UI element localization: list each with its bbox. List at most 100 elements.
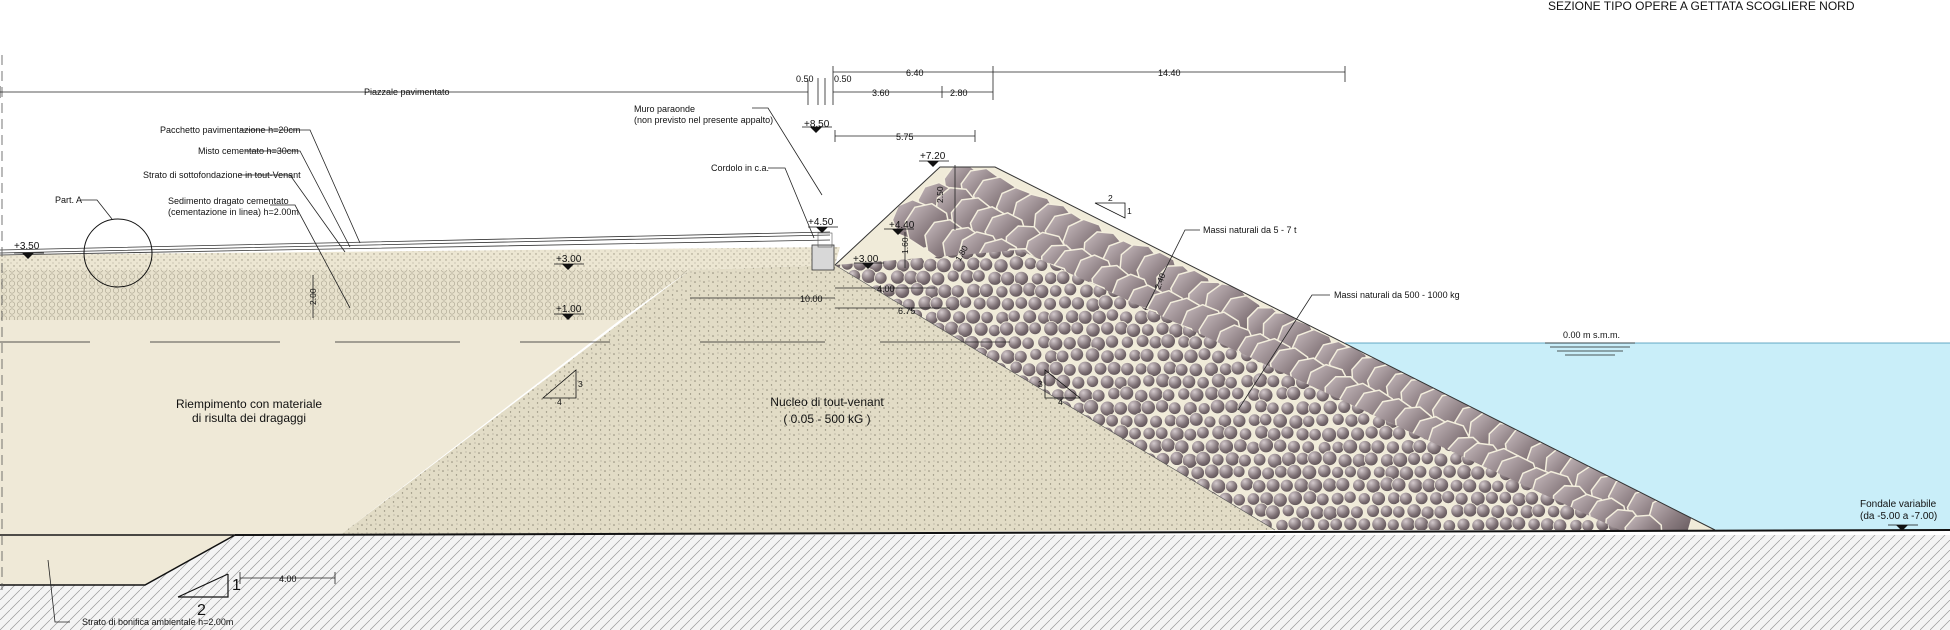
small-rock bbox=[1120, 362, 1135, 377]
small-rock bbox=[965, 308, 981, 325]
small-rock bbox=[1174, 362, 1189, 377]
small-rock bbox=[1491, 479, 1505, 493]
small-rock bbox=[1617, 321, 1620, 336]
dim-4-00-b: 4.00 bbox=[279, 574, 297, 584]
small-rock bbox=[1492, 250, 1506, 258]
small-rock bbox=[1204, 385, 1220, 401]
small-rock bbox=[1217, 386, 1232, 401]
label-sedimento-2: (cementazione in linea) h=2.00m bbox=[168, 207, 299, 217]
small-rock bbox=[1188, 335, 1203, 351]
small-rock bbox=[1377, 250, 1392, 258]
small-rock bbox=[1317, 463, 1332, 479]
small-rock bbox=[1156, 348, 1171, 362]
small-rock bbox=[1100, 349, 1115, 364]
small-rock bbox=[1449, 478, 1464, 493]
core-tout-venant bbox=[340, 265, 1275, 535]
bonifica-layer bbox=[0, 535, 235, 585]
small-rock bbox=[1227, 270, 1240, 284]
small-rock bbox=[1013, 320, 1030, 337]
small-rock bbox=[1288, 283, 1302, 297]
label-riempimento-1: Riempimento con materiale bbox=[176, 397, 322, 411]
subbase-layer bbox=[0, 247, 840, 270]
small-rock bbox=[1079, 283, 1094, 299]
small-rock bbox=[1343, 516, 1358, 530]
small-rock bbox=[1490, 270, 1504, 284]
small-rock bbox=[1225, 479, 1239, 493]
small-rock bbox=[1370, 439, 1386, 455]
small-rock bbox=[1371, 308, 1387, 324]
small-rock bbox=[1343, 490, 1357, 504]
small-rock bbox=[1218, 463, 1234, 480]
small-rock bbox=[1518, 250, 1532, 258]
small-rock bbox=[1239, 477, 1254, 492]
small-rock bbox=[1331, 412, 1345, 426]
small-rock bbox=[1134, 388, 1149, 404]
fill-area bbox=[0, 320, 620, 535]
dim-2-00: 2.00 bbox=[308, 288, 318, 305]
small-rock bbox=[1308, 427, 1322, 442]
small-rock bbox=[1093, 361, 1108, 376]
small-rock bbox=[1497, 308, 1512, 324]
dim-0-50-b: 0.50 bbox=[834, 74, 852, 84]
dim-10-00: 10.00 bbox=[800, 294, 823, 304]
small-rock bbox=[1547, 504, 1561, 519]
small-rock bbox=[1632, 244, 1645, 257]
small-rock bbox=[1287, 439, 1301, 454]
small-rock bbox=[1588, 250, 1602, 260]
cordolo bbox=[811, 244, 835, 271]
small-rock bbox=[1034, 283, 1050, 299]
small-rock bbox=[1531, 503, 1546, 518]
small-rock bbox=[1105, 308, 1120, 322]
small-rock bbox=[1548, 272, 1562, 286]
small-rock bbox=[1610, 309, 1620, 325]
small-rock bbox=[1308, 401, 1322, 416]
small-rock bbox=[1408, 250, 1423, 259]
small-rock bbox=[1196, 376, 1210, 390]
small-rock bbox=[1105, 414, 1119, 428]
elevation-markers: +3.50 +3.00 +1.00 +8.50 +7.20 +4.50 +4.4… bbox=[14, 119, 1918, 531]
small-rock bbox=[1084, 347, 1101, 363]
small-rock bbox=[1596, 307, 1612, 324]
small-rock bbox=[1258, 437, 1274, 454]
small-rock bbox=[1287, 490, 1303, 506]
small-rock bbox=[1055, 374, 1072, 390]
small-rock bbox=[1344, 465, 1357, 479]
small-rock bbox=[1561, 295, 1576, 309]
small-rock bbox=[1224, 376, 1238, 390]
small-rock bbox=[1357, 517, 1372, 530]
small-rock bbox=[1296, 250, 1311, 258]
small-rock bbox=[1378, 323, 1393, 338]
small-rock bbox=[1560, 268, 1577, 285]
small-rock bbox=[1055, 349, 1070, 364]
small-rock bbox=[972, 269, 986, 283]
small-rock bbox=[1272, 413, 1288, 429]
small-rock bbox=[1533, 322, 1548, 337]
small-rock bbox=[1322, 399, 1338, 415]
small-rock bbox=[1448, 270, 1462, 284]
small-rock bbox=[1167, 375, 1183, 390]
small-rock bbox=[1217, 413, 1233, 428]
label-riempimento-2: di risulta dei dragaggi bbox=[192, 411, 306, 425]
small-rock bbox=[1119, 385, 1135, 401]
small-rock bbox=[1239, 271, 1255, 287]
elev-4-50: +4.50 bbox=[808, 217, 834, 228]
small-rock bbox=[1204, 438, 1221, 455]
small-rock bbox=[1413, 516, 1430, 530]
label-sedimento-1: Sedimento dragato cementato bbox=[168, 196, 289, 206]
small-rock bbox=[1632, 296, 1645, 309]
small-rock bbox=[1240, 374, 1255, 389]
small-rock bbox=[1076, 333, 1093, 350]
small-rock bbox=[1379, 298, 1393, 312]
small-rock bbox=[1581, 310, 1596, 325]
small-rock bbox=[1321, 426, 1337, 443]
small-rock bbox=[1223, 425, 1239, 441]
slope-right-run: 4 bbox=[1058, 397, 1063, 407]
top-dimensions bbox=[0, 66, 1346, 584]
small-rock bbox=[1281, 504, 1295, 518]
small-rock bbox=[1301, 464, 1318, 481]
small-rock bbox=[1077, 360, 1093, 377]
small-rock bbox=[1224, 451, 1240, 467]
small-rock bbox=[1433, 504, 1448, 520]
small-rock bbox=[1307, 450, 1323, 466]
small-rock bbox=[1631, 272, 1643, 284]
